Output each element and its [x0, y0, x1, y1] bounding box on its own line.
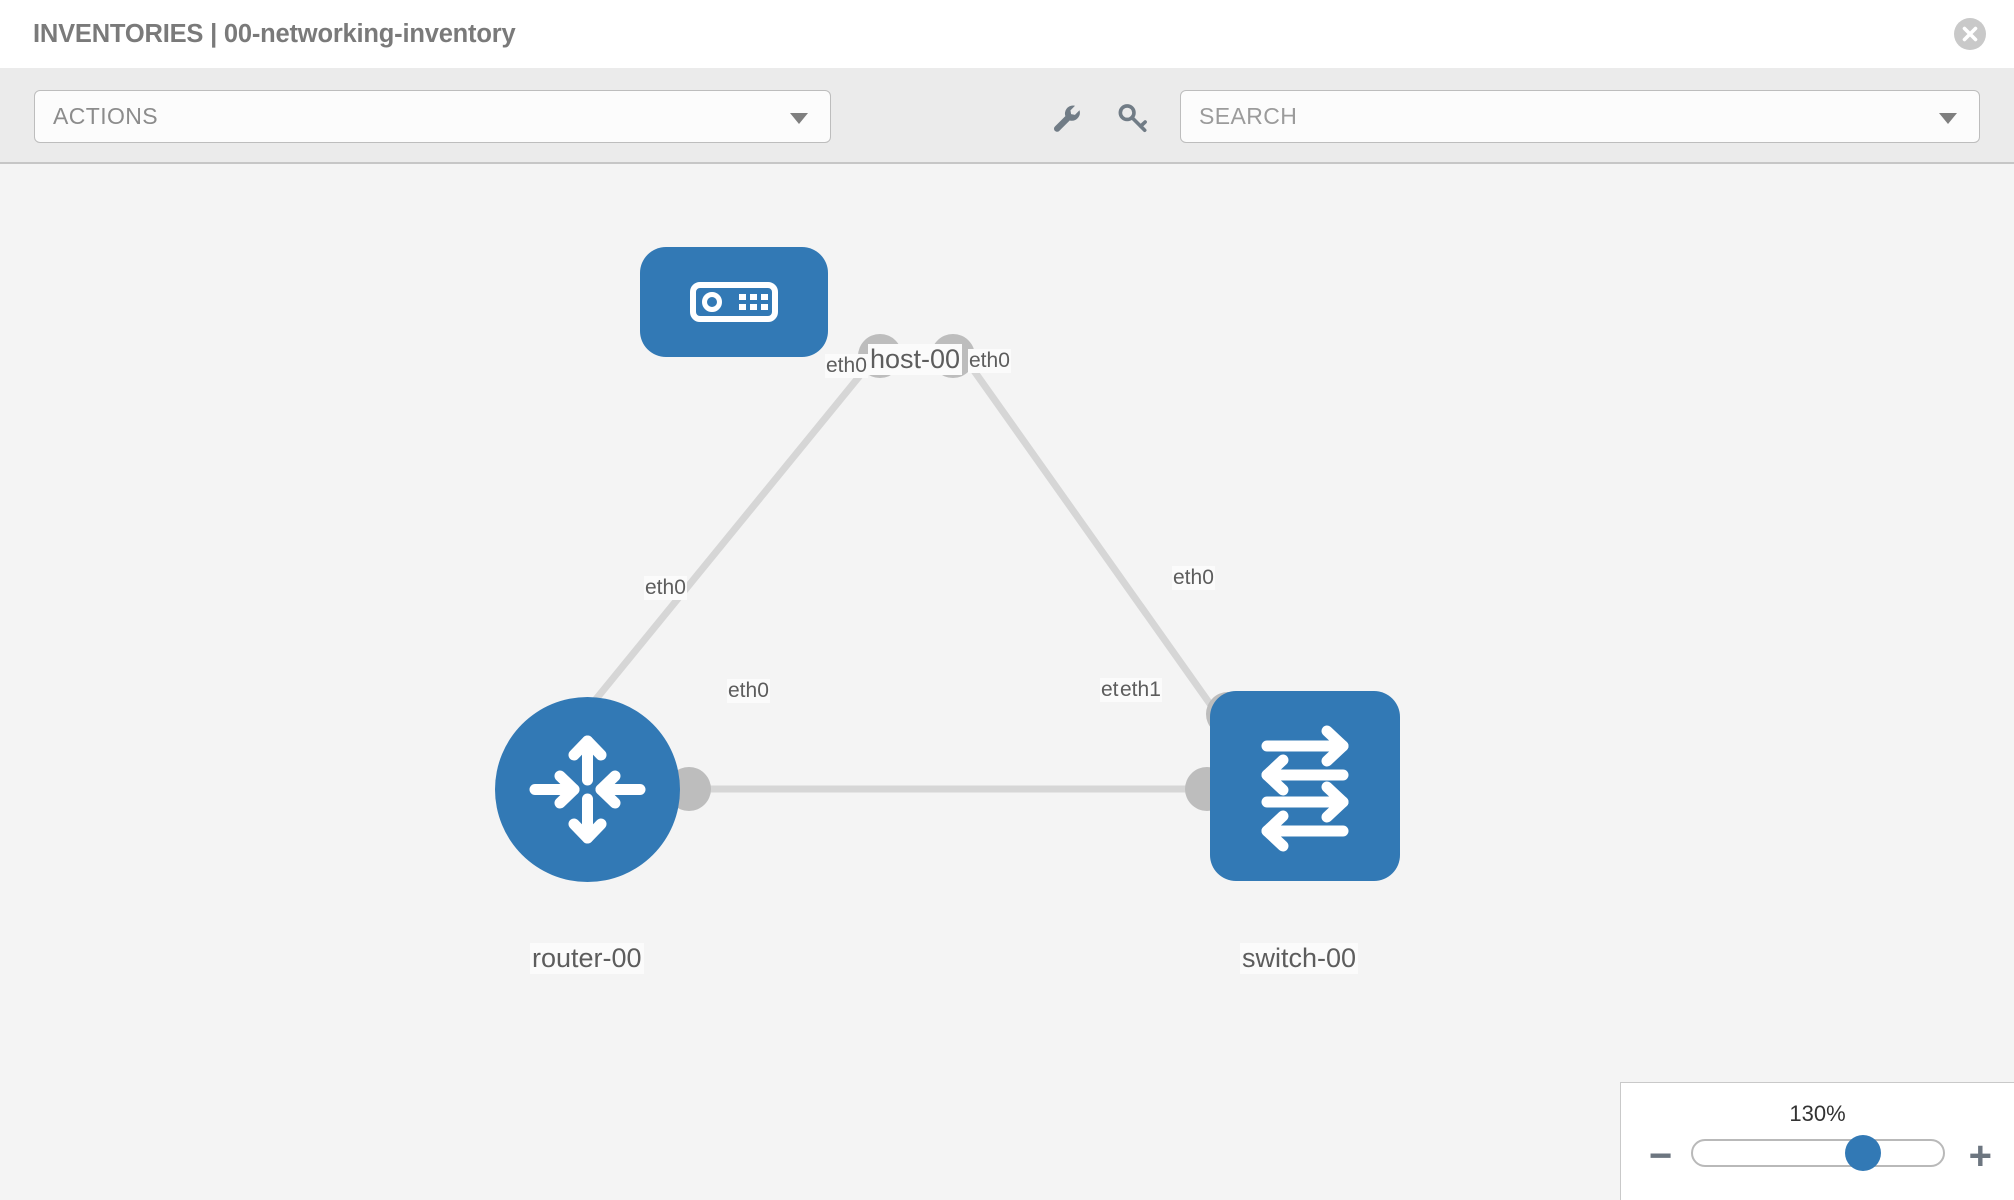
edge-label-switch-host: eth0 — [1172, 566, 1215, 591]
zoom-out-button[interactable]: − — [1649, 1134, 1673, 1178]
zoom-control-panel: 130% − + — [1620, 1082, 2014, 1200]
switch-arrows-icon — [1210, 691, 1400, 881]
edge-label-switch-router-eth1: eth1 — [1119, 678, 1162, 703]
close-icon[interactable] — [1954, 18, 1986, 50]
topology-canvas[interactable]: host-00 — [0, 166, 2014, 1200]
actions-dropdown-label: ACTIONS — [53, 103, 159, 129]
key-icon[interactable] — [1116, 101, 1150, 135]
topology-node-router-00[interactable] — [495, 697, 680, 882]
topology-node-switch-00[interactable] — [1210, 691, 1400, 881]
edge-label-host-switch: eth0 — [968, 349, 1011, 374]
chevron-down-icon — [790, 112, 808, 124]
topology-node-label-host-00: host-00 — [868, 344, 963, 376]
router-arrows-icon — [495, 697, 680, 882]
edge-label-router-switch: eth0 — [727, 679, 770, 704]
zoom-in-button[interactable]: + — [1968, 1134, 1992, 1178]
page-header: INVENTORIES | 00-networking-inventory — [0, 0, 2014, 68]
page-title: INVENTORIES | 00-networking-inventory — [33, 19, 516, 48]
topology-node-label-router-00: router-00 — [530, 943, 644, 975]
topology-node-host-00[interactable] — [640, 247, 828, 357]
actions-dropdown[interactable]: ACTIONS — [34, 90, 831, 143]
zoom-level-label: 130% — [1789, 1101, 1846, 1126]
search-input[interactable]: SEARCH — [1180, 90, 1980, 143]
wrench-icon[interactable] — [1049, 101, 1083, 135]
zoom-slider[interactable] — [1691, 1135, 1945, 1171]
chevron-down-icon — [1939, 112, 1957, 124]
edge-label-router-host: eth0 — [644, 576, 687, 601]
toolbar: ACTIONS SEARCH — [0, 68, 2014, 164]
search-placeholder: SEARCH — [1199, 103, 1298, 129]
zoom-slider-thumb[interactable] — [1845, 1135, 1881, 1171]
topology-edges — [567, 334, 1250, 811]
topology-node-label-switch-00: switch-00 — [1240, 943, 1359, 975]
server-icon — [640, 247, 828, 357]
edge-label-host-router: eth0 — [825, 354, 868, 379]
